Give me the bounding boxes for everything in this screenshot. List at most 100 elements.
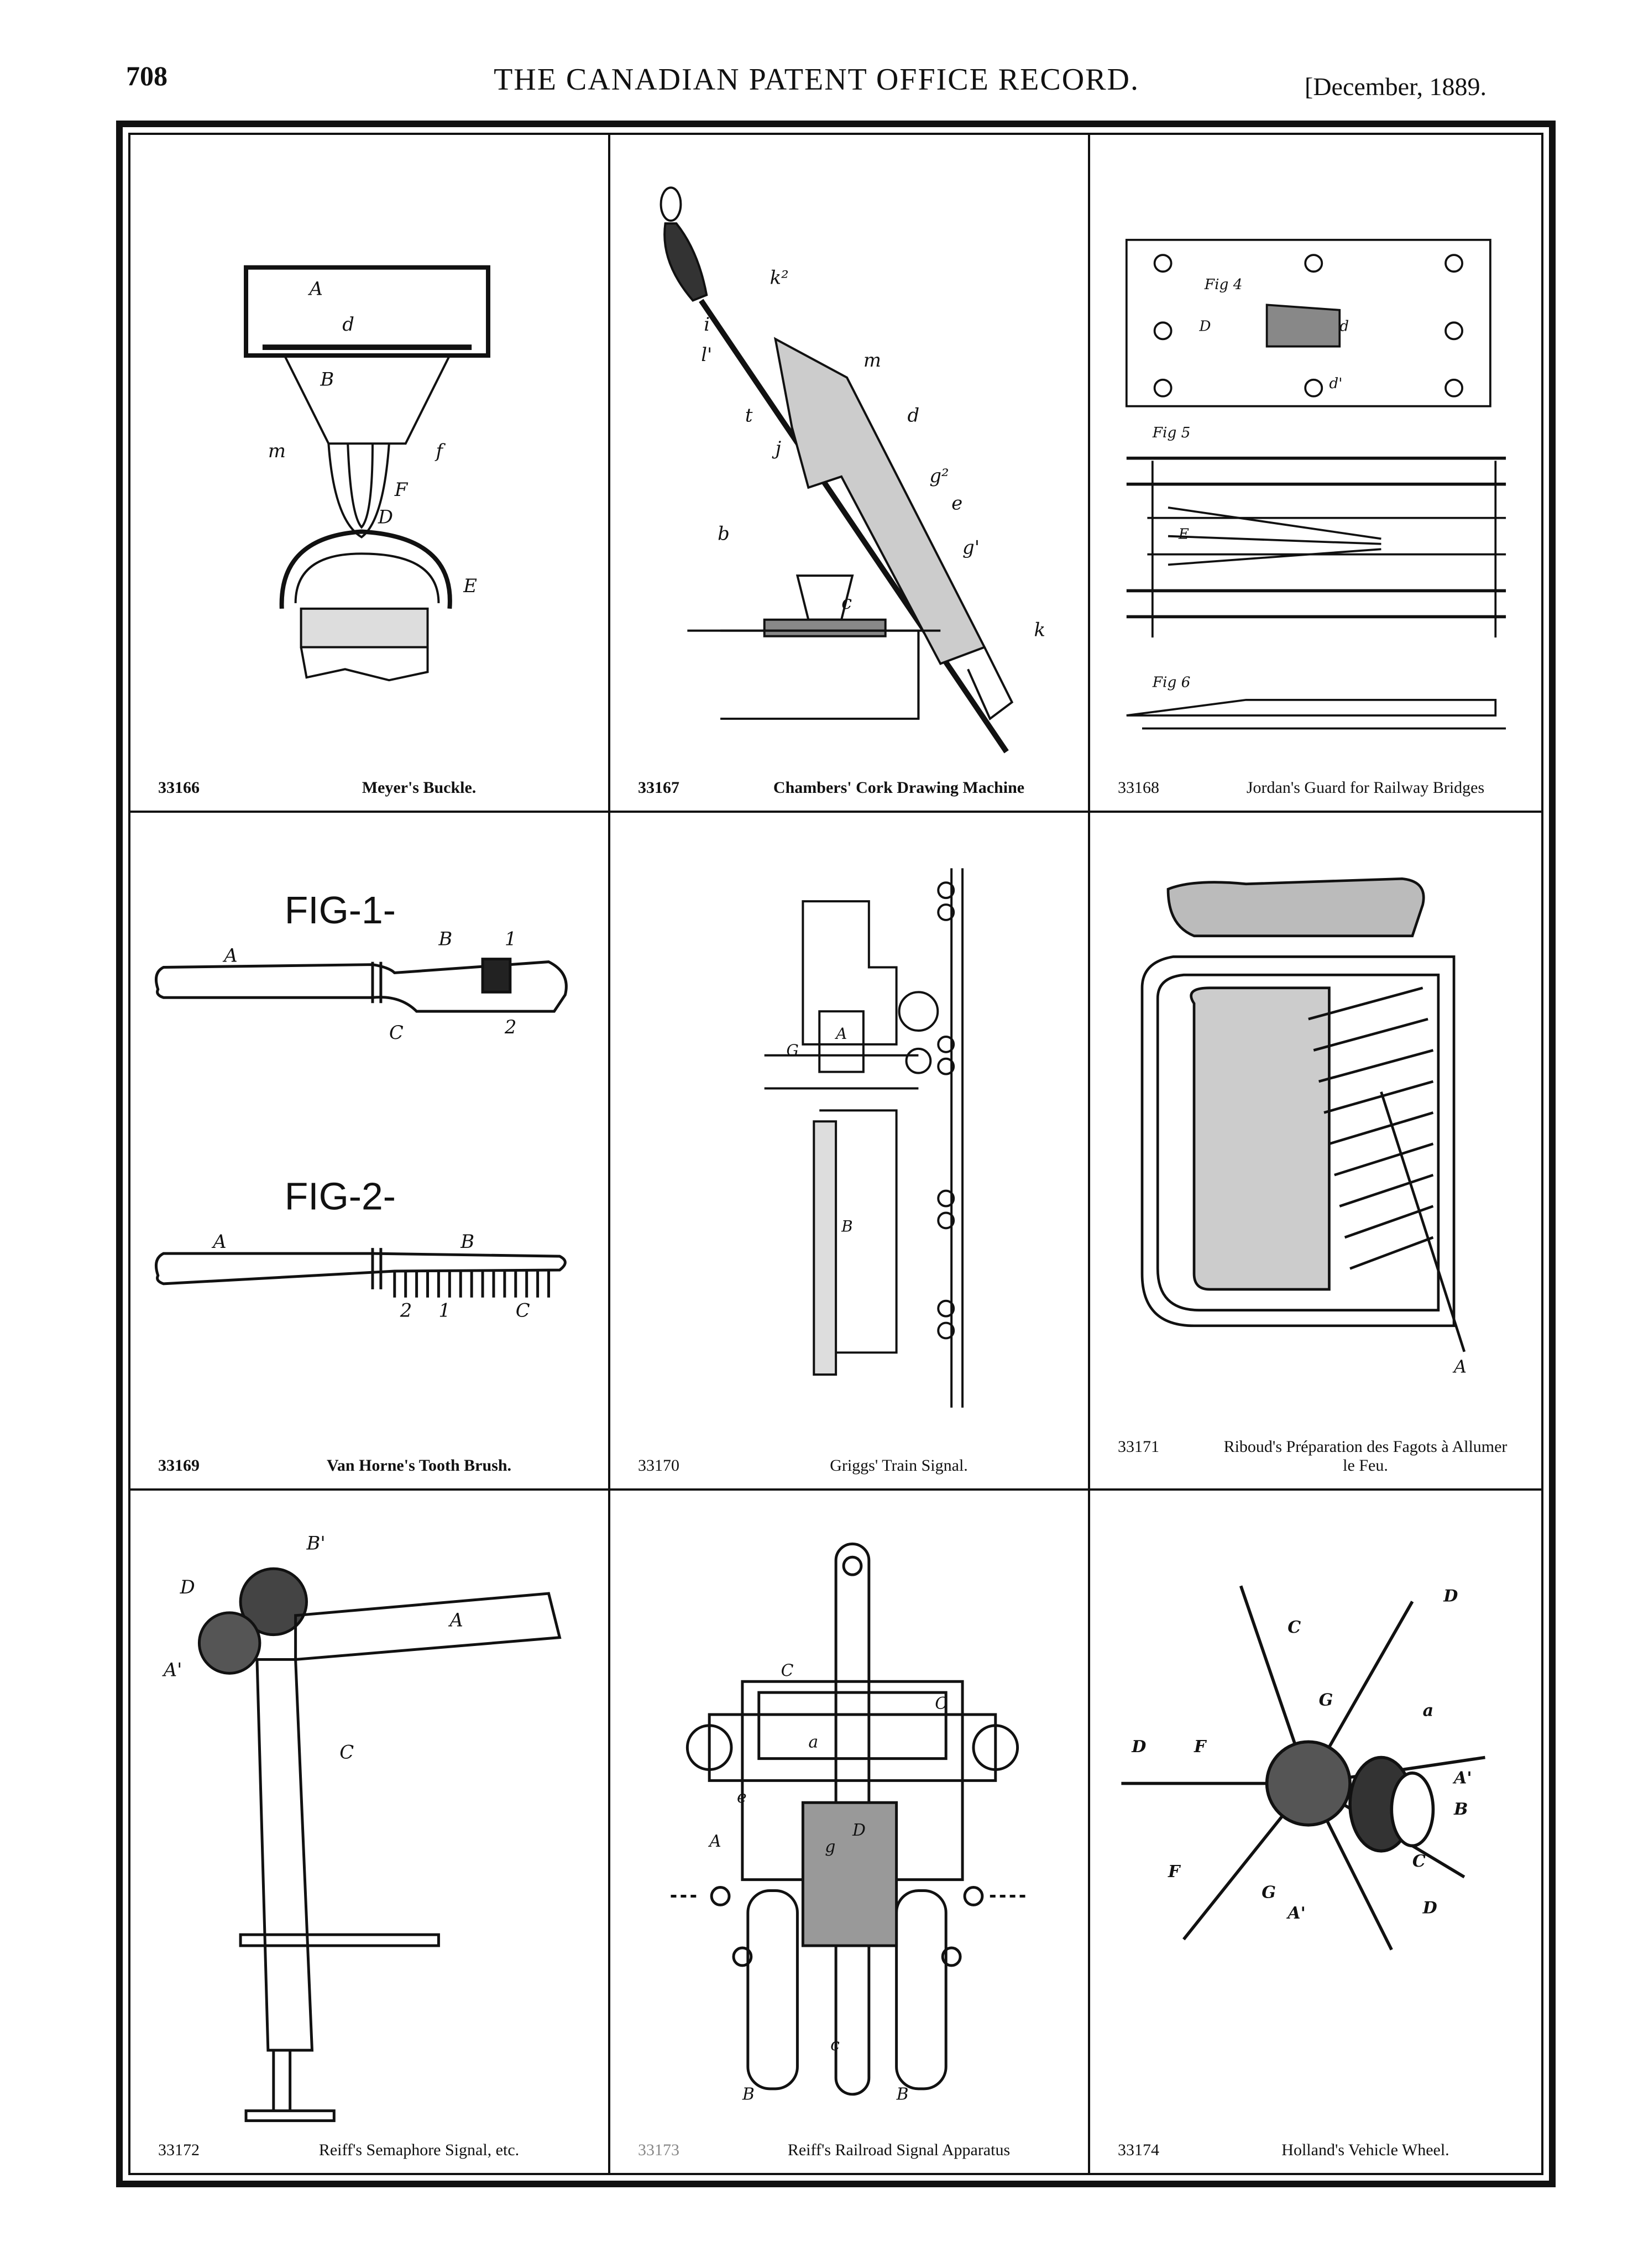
patent-title: Griggs' Train Signal. [830, 1456, 968, 1475]
label-G: G [787, 1041, 799, 1059]
patent-cell-33171: A 33171 Riboud's Préparation des Fagots … [1090, 813, 1541, 1491]
patent-caption: 33168 Jordan's Guard for Railway Bridges [1118, 778, 1530, 797]
patent-title: Jordan's Guard for Railway Bridges [1246, 778, 1485, 797]
label-D: D [378, 506, 393, 528]
label-d1: d' [1329, 375, 1342, 392]
patent-number: 33171 [1118, 1438, 1159, 1456]
label-A: A [222, 945, 237, 966]
label-m: m [863, 349, 881, 371]
vehicle-wheel-drawing: D C F a G D A' B F G A' C D [1121, 1585, 1485, 1951]
patent-cell-33168: Fig 4 D d d' Fig 5 E Fig 6 33168 Jordan'… [1090, 135, 1541, 813]
journal-title: THE CANADIAN PATENT OFFICE RECORD. [494, 62, 1139, 97]
label-e: e [951, 493, 962, 514]
patent-caption: 33174 Holland's Vehicle Wheel. [1118, 2141, 1530, 2160]
railway-bridge-guard-drawing: Fig 4 D d d' Fig 5 E Fig 6 [1125, 238, 1506, 730]
label-G2: G [1262, 1883, 1276, 1902]
label-C: C [389, 1022, 404, 1043]
label-A: A [834, 1025, 847, 1043]
label-B1: B' [306, 1532, 326, 1554]
patent-cell-33166: A d B m f F D E 33166 Meyer's Buckle. [130, 135, 610, 813]
patent-cell-33167: k² i l' m t d j g² e g' b c k 33167 Cham… [610, 135, 1090, 813]
patent-cell-33169: FIG-1- FIG-2- A B 1 C 2 A B 2 1 C 33169 … [130, 813, 610, 1491]
patent-title: Riboud's Préparation des Fagots à Allume… [1223, 1438, 1508, 1475]
label-g: g [825, 1837, 835, 1857]
label-B: B [438, 928, 452, 950]
patent-title: Reiff's Railroad Signal Apparatus [787, 2141, 1011, 2159]
label-C2: C [516, 1300, 530, 1321]
label-2b: 2 [400, 1300, 412, 1321]
label-d: d [342, 313, 354, 335]
label-i: i [704, 313, 710, 335]
label-A1: A' [162, 1659, 182, 1680]
tooth-brush-drawing: FIG-1- FIG-2- A B 1 C 2 A B 2 1 C [155, 889, 568, 1321]
patent-cell-33172: B' D A' A C 33172 Reiff's Semaphore Sign… [130, 1491, 610, 2173]
label-D: D [852, 1821, 866, 1840]
label-1: 1 [505, 928, 517, 950]
issue-date: [December, 1889. [1305, 72, 1487, 101]
label-f: f [434, 440, 446, 462]
patent-number: 33167 [638, 778, 679, 797]
patent-caption: 33166 Meyer's Buckle. [158, 778, 597, 797]
label-c: c [841, 592, 852, 613]
label-j: j [772, 437, 782, 459]
label-c: c [830, 2035, 840, 2055]
buckle-drawing: A d B m f F D E [244, 265, 490, 682]
label-d: d [908, 404, 920, 426]
patent-title: Chambers' Cork Drawing Machine [773, 778, 1025, 797]
label-2: 2 [504, 1016, 517, 1038]
label-E: E [1178, 526, 1189, 542]
fire-kindling-drawing: A [1140, 877, 1467, 1377]
label-B: B [841, 1217, 852, 1235]
label-C2: C [1412, 1852, 1426, 1871]
patent-caption: 33170 Griggs' Train Signal. [638, 1456, 1077, 1475]
label-fig4: Fig 4 [1204, 276, 1243, 293]
label-D3: D [1422, 1899, 1437, 1918]
label-B2: B [460, 1231, 474, 1252]
fig-2-label: FIG-2- [285, 1175, 396, 1218]
label-fig5: Fig 5 [1152, 425, 1191, 441]
patent-title: Reiff's Semaphore Signal, etc. [318, 2141, 520, 2159]
label-k: k [1034, 619, 1045, 641]
patent-title: Van Horne's Tooth Brush. [326, 1456, 511, 1475]
label-e: e [737, 1788, 747, 1807]
patent-cell-33174: D C F a G D A' B F G A' C D 33174 Hollan… [1090, 1491, 1541, 2173]
label-B2: B [896, 2085, 909, 2104]
label-A: A [1452, 1356, 1467, 1377]
label-A1: A' [1452, 1769, 1472, 1788]
railroad-signal-apparatus-drawing: C C a A e g D B B c [671, 1542, 1029, 2104]
label-g1: g' [962, 536, 980, 558]
patent-caption: 33173 Reiff's Railroad Signal Apparatus [638, 2141, 1077, 2160]
label-k2: k² [770, 267, 789, 289]
label-A1b: A' [1286, 1904, 1306, 1923]
label-b: b [718, 522, 730, 544]
label-D: D [1443, 1587, 1458, 1606]
patent-caption: 33172 Reiff's Semaphore Signal, etc. [158, 2141, 597, 2160]
patent-number: 33170 [638, 1456, 679, 1475]
patent-grid: A d B m f F D E 33166 Meyer's Buckle. [130, 135, 1541, 2173]
fig-1-label: FIG-1- [285, 889, 396, 932]
patent-number: 33168 [1118, 778, 1159, 797]
label-B: B [320, 369, 334, 390]
label-D: D [1198, 318, 1211, 335]
label-E: E [463, 575, 477, 597]
train-signal-drawing: A G B [764, 868, 964, 1408]
label-fig6: Fig 6 [1152, 674, 1191, 691]
patent-title: Holland's Vehicle Wheel. [1281, 2141, 1449, 2159]
label-D2: D [1131, 1737, 1146, 1757]
label-t: t [745, 404, 753, 426]
label-a: a [808, 1733, 818, 1752]
patent-number: 33172 [158, 2141, 200, 2159]
label-A2: A [211, 1231, 226, 1252]
semaphore-signal-drawing: B' D A' A C [162, 1532, 562, 2123]
label-B: B [742, 2085, 755, 2104]
label-d: d [1339, 318, 1349, 335]
patent-number: 33166 [158, 778, 200, 797]
label-m: m [268, 440, 286, 462]
label-A: A [708, 1832, 721, 1851]
label-C2: C [935, 1694, 948, 1713]
label-l1: l' [701, 344, 712, 365]
label-F: F [394, 479, 409, 500]
patent-plate: A d B m f F D E 33166 Meyer's Buckle. [116, 121, 1556, 2187]
label-C: C [339, 1742, 354, 1763]
label-1b: 1 [438, 1300, 451, 1321]
